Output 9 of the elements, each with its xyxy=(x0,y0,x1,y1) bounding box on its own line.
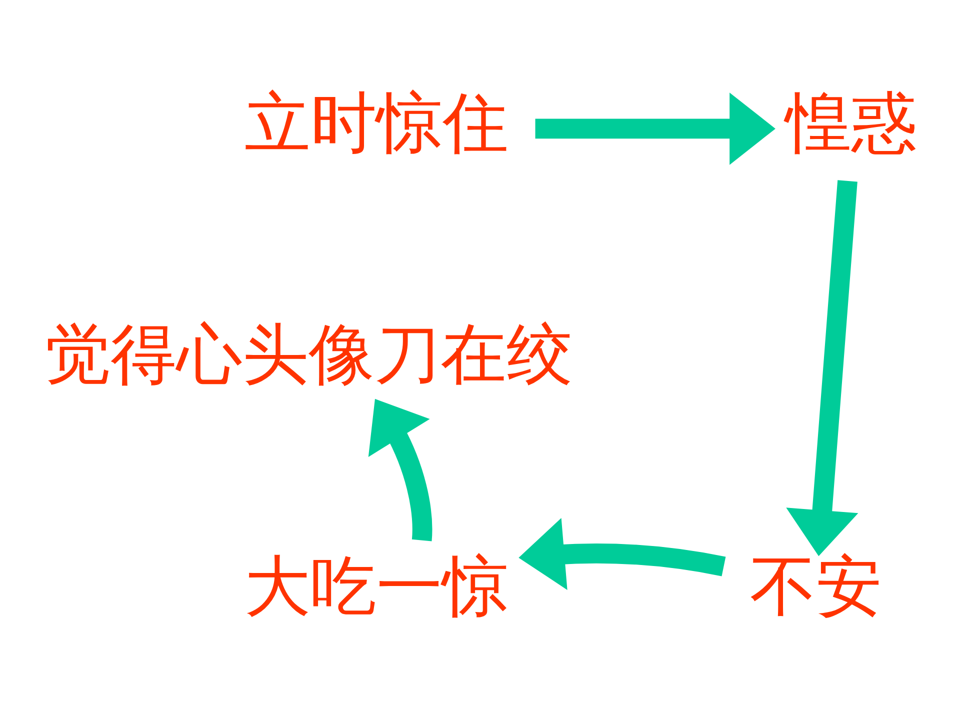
node-text: 立时惊住 xyxy=(244,84,508,161)
arrow xyxy=(786,180,858,556)
node-text: 不安 xyxy=(750,547,882,624)
node-text: 觉得心头像刀在绞 xyxy=(44,316,572,393)
node-text: 大吃一惊 xyxy=(244,547,508,624)
arrow xyxy=(534,92,775,164)
node-text: 惶惑 xyxy=(784,84,917,161)
arrow xyxy=(368,398,432,540)
arrow xyxy=(518,517,726,590)
